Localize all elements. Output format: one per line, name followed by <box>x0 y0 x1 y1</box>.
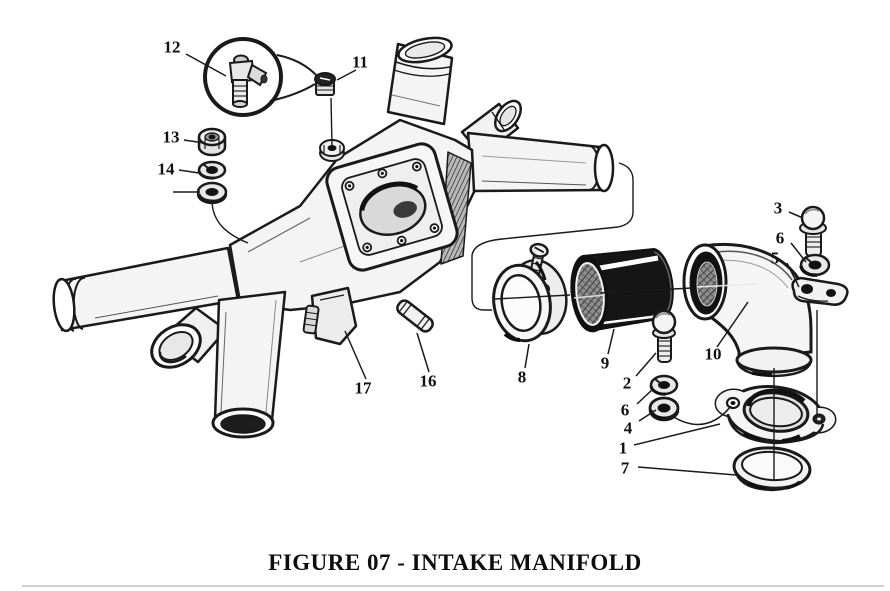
lock-washer-14 <box>197 160 227 180</box>
callout-3-4: 3 <box>773 198 783 218</box>
mounting-bracket <box>302 286 358 346</box>
grease-fitting <box>228 54 268 108</box>
callout-leader-lines <box>178 53 807 476</box>
callout-10-7: 10 <box>704 344 722 364</box>
callout-6-5: 6 <box>775 228 785 248</box>
pipe-plug-11 <box>314 72 336 96</box>
callout-16-10: 16 <box>419 371 437 391</box>
callout-2-12: 2 <box>622 373 632 393</box>
manifold-left-tube <box>52 246 240 333</box>
nut-13 <box>197 127 227 157</box>
hose-clamp-8 <box>492 242 568 343</box>
flat-washer-unlabeled <box>196 181 228 205</box>
callout-17-11: 17 <box>354 378 372 398</box>
grease-fitting-detail <box>203 37 318 117</box>
elbow-pipe-10 <box>682 242 813 378</box>
manifold-downleft-stub <box>150 306 228 369</box>
callout-6-13: 6 <box>620 400 630 420</box>
callout-14-3: 14 <box>157 159 175 179</box>
gasket-7 <box>732 446 812 492</box>
callout-5-6: 5 <box>770 248 780 268</box>
stud-16 <box>396 299 434 333</box>
hex-bolt-3 <box>799 205 827 257</box>
callout-12-0: 12 <box>163 37 181 57</box>
lock-washer-6-lower <box>649 374 679 396</box>
plug-boss-nut <box>319 139 345 162</box>
callout-7-16: 7 <box>620 458 630 478</box>
callout-9-8: 9 <box>600 353 610 373</box>
tab-washer-5 <box>791 276 849 306</box>
hex-bolt-2 <box>651 309 677 363</box>
flat-washer-4 <box>648 396 680 422</box>
callout-1-15: 1 <box>618 438 628 458</box>
carburetor-flange <box>325 142 459 272</box>
callout-4-14: 4 <box>623 418 633 438</box>
manifold-right-tube <box>466 131 615 193</box>
callout-13-2: 13 <box>162 127 180 147</box>
callout-8-9: 8 <box>517 367 527 387</box>
bottom-rule <box>22 585 884 587</box>
manifold-down-tube <box>211 290 287 439</box>
manifold-flange-1 <box>714 385 837 445</box>
manifold-top-tube <box>386 36 454 126</box>
callout-11-1: 11 <box>351 52 369 72</box>
lock-washer-6-upper <box>799 253 831 277</box>
centerlines <box>173 97 818 480</box>
manifold-casting <box>52 36 615 439</box>
figure-caption: FIGURE 07 - INTAKE MANIFOLD <box>268 550 642 575</box>
